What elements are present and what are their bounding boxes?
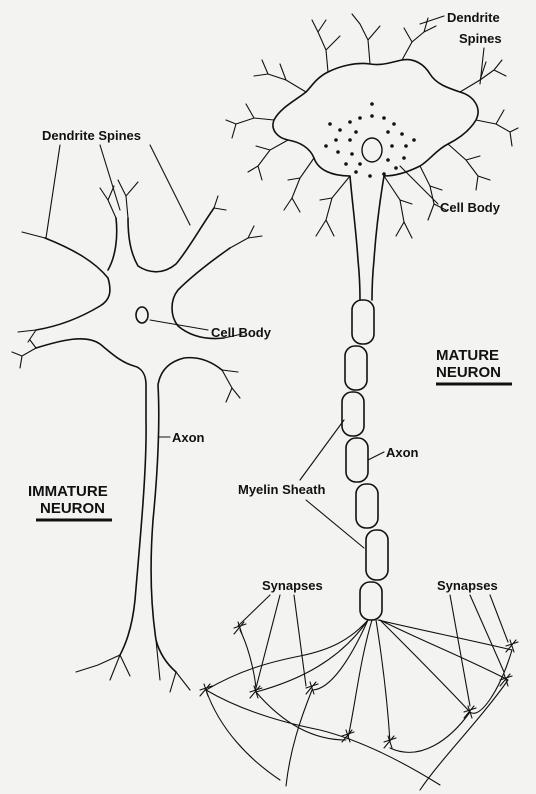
immature-axon-label: Axon [172,430,205,445]
mature-cell-body-label: Cell Body [440,200,501,215]
mature-title-line2: NEURON [436,364,501,381]
mature-axon-label: Axon [386,445,419,460]
synapses-left-label: Synapses [262,578,323,593]
synapses-right-label: Synapses [437,578,498,593]
myelin-sheath-label: Myelin Sheath [238,482,325,497]
immature-cell-body-label: Cell Body [211,325,272,340]
immature-cellbody-pointer [150,320,208,330]
immature-title-line1: IMMATURE [28,483,108,500]
immature-title-line2: NEURON [40,500,105,517]
mature-soma-outline [273,60,478,300]
mature-title-line1: MATURE [436,347,499,364]
immature-neuron: Dendrite Spines Cell Body Axon IMMATURE … [12,128,272,692]
synapses-right-pointers [450,595,508,706]
mature-neuron: Dendrite Spines Cell Body MATURE NEURON … [200,10,518,790]
immature-dendrites [12,180,262,692]
mature-cellbody-pointer [400,166,438,204]
mature-nucleus-dots [324,102,416,178]
synapses-left-pointers [238,595,306,688]
immature-dendrite-pointers [46,145,190,238]
mature-axon-terminals [206,620,512,790]
mature-dendrite-label: Dendrite [447,10,500,25]
immature-nucleus [136,307,148,323]
myelin-sheath-segments [342,300,388,620]
mature-spines-label: Spines [459,31,502,46]
immature-dendrite-spines-label: Dendrite Spines [42,128,141,143]
mature-axon-pointer [368,452,384,460]
mature-dendrite-pointer [420,16,444,24]
